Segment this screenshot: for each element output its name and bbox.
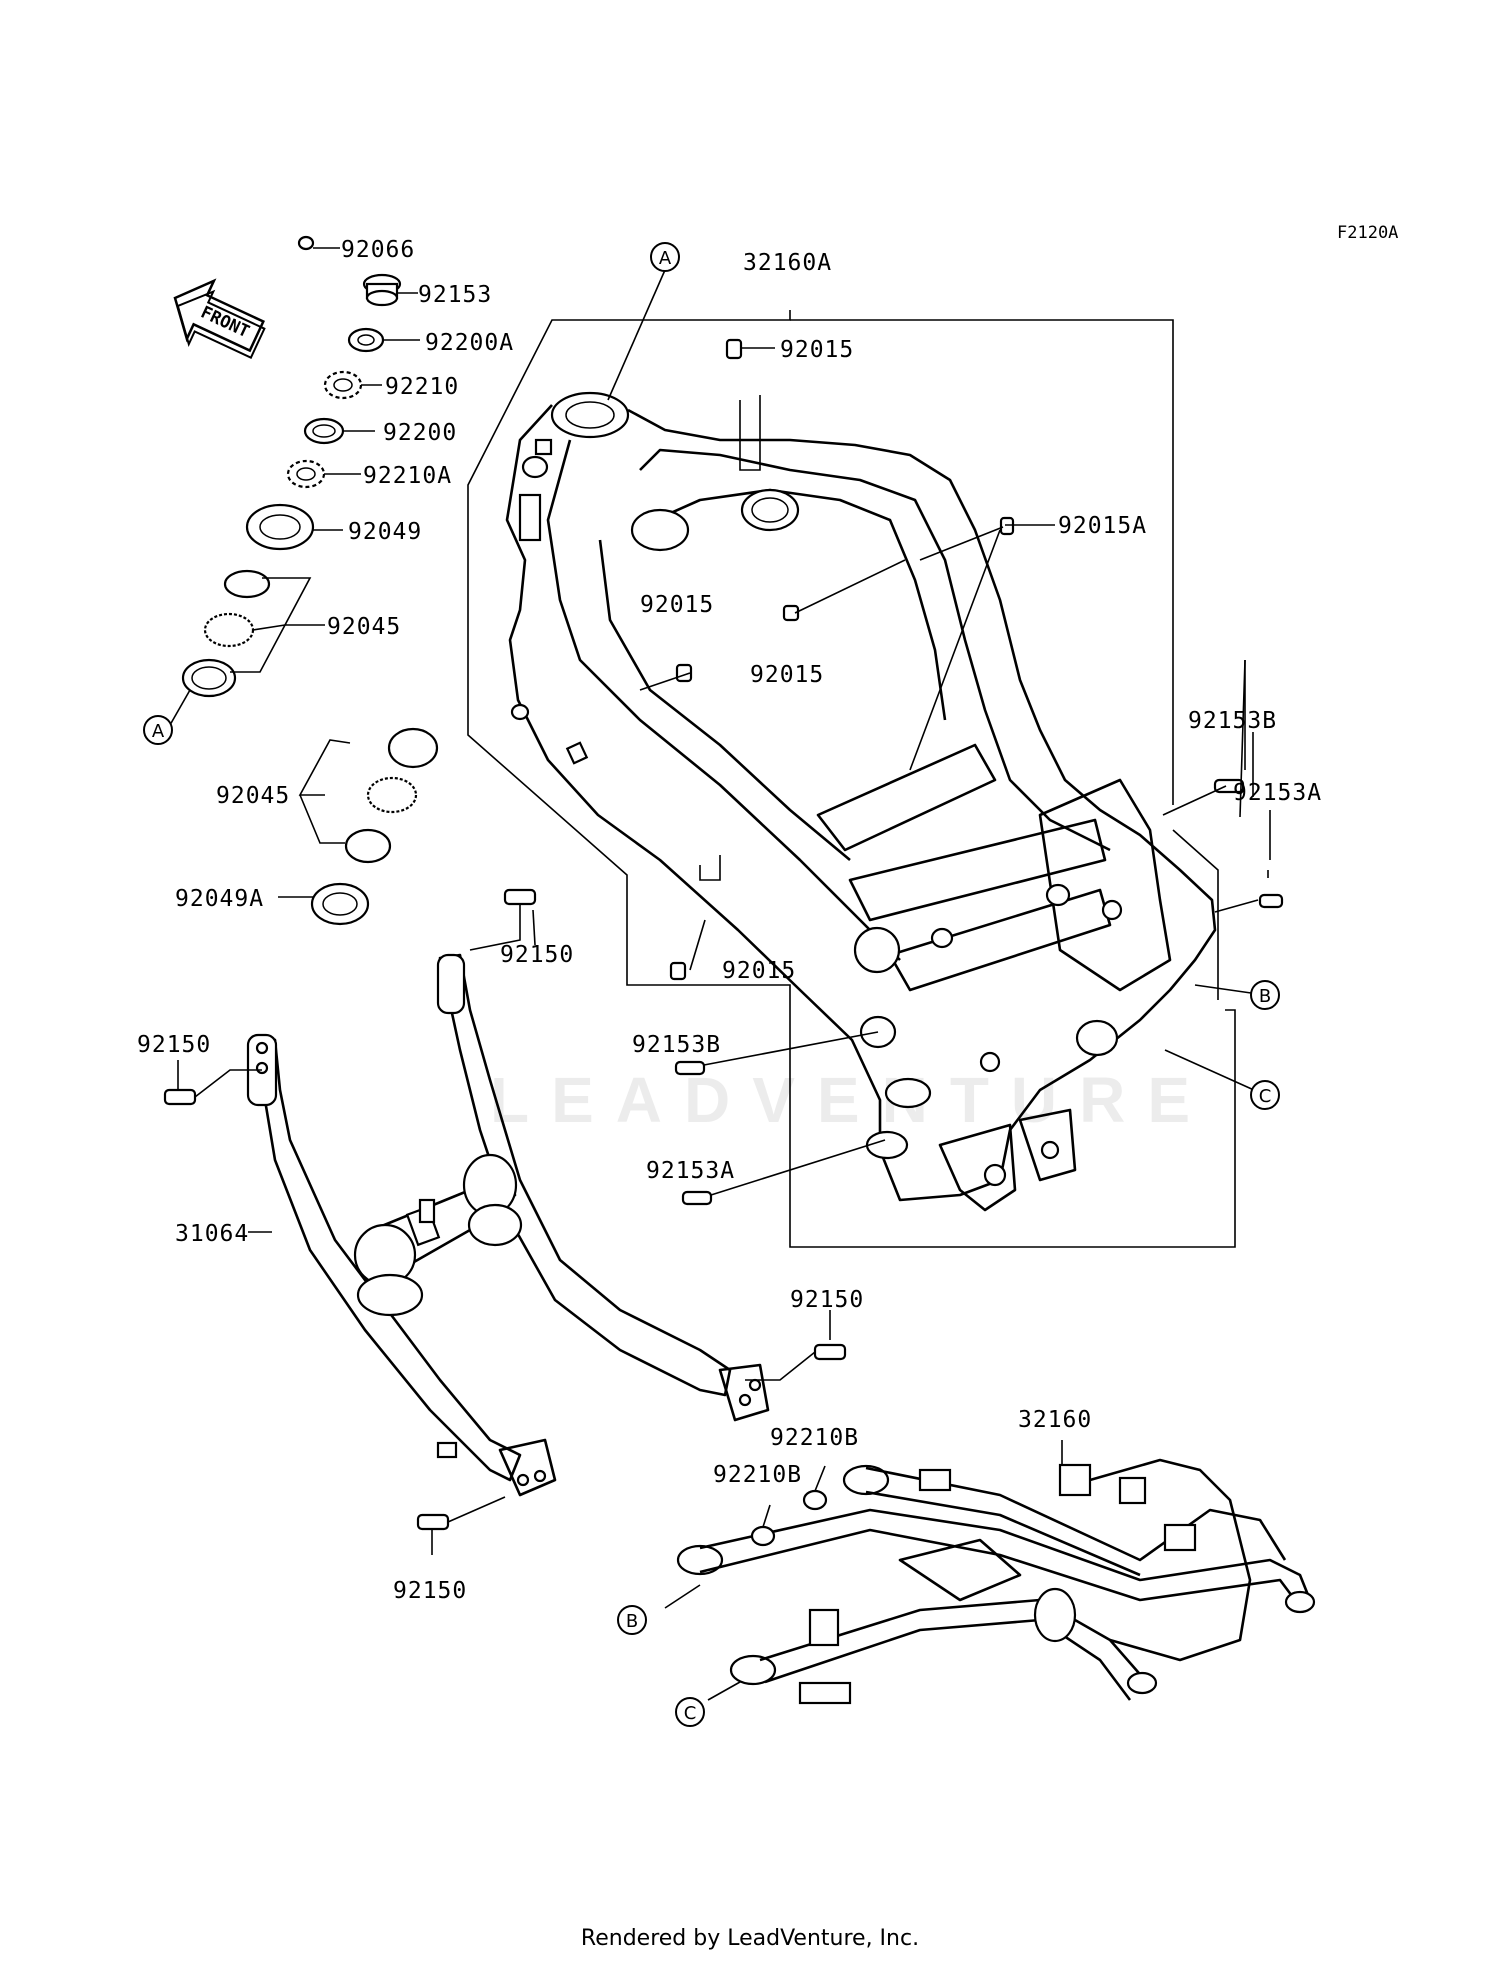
label-92210B-b: 92210B [713, 1462, 802, 1488]
bearing-92045 [203, 612, 255, 648]
label-92153B-left: 92153B [632, 1032, 721, 1058]
label-92153: 92153 [418, 282, 492, 308]
washer-92200 [303, 417, 345, 445]
diagram-code: F2120A [1337, 223, 1398, 243]
label-92153A-right: 92153A [1233, 780, 1322, 806]
svg-text:B: B [1259, 986, 1271, 1007]
label-92015-mid-left: 92015 [640, 592, 714, 618]
label-92150-d: 92150 [393, 1578, 467, 1604]
callout-a-left: A [143, 715, 173, 745]
leader-lines-left [165, 247, 420, 898]
frame-bolts [669, 338, 1284, 1206]
label-92049: 92049 [348, 519, 422, 545]
leader-lines-frame [607, 269, 1271, 1196]
seal-92049 [245, 503, 315, 551]
label-92015-top: 92015 [780, 337, 854, 363]
label-92210B-a: 92210B [770, 1425, 859, 1451]
front-arrow-icon: FRONT [173, 278, 266, 359]
race-92045-b2 [344, 828, 392, 864]
nuts-92210B [750, 1489, 828, 1547]
race-92045-b1 [387, 727, 439, 769]
leader-lines-down-tube [177, 904, 831, 1555]
locknut-92210A [286, 459, 326, 489]
svg-text:B: B [626, 1611, 638, 1632]
bearing-92045-b [366, 776, 418, 814]
label-32160: 32160 [1018, 1407, 1092, 1433]
label-31064: 31064 [175, 1221, 249, 1247]
label-92015A: 92015A [1058, 513, 1147, 539]
locknut-92210 [323, 370, 363, 400]
cap-92066 [297, 235, 315, 251]
callout-a-top: A [650, 242, 680, 272]
watermark: LEADVENTURE [490, 1064, 1212, 1136]
credit-text: Rendered by LeadVenture, Inc. [581, 1926, 919, 1951]
label-92049A: 92049A [175, 886, 264, 912]
main-frame-32160A [467, 310, 1236, 1248]
steering-stem-parts [181, 235, 439, 926]
leader-lines-sub-frame [664, 1440, 1063, 1701]
label-92153B-right: 92153B [1188, 708, 1277, 734]
svg-text:A: A [659, 248, 672, 269]
seal-92049A [310, 882, 370, 926]
label-92200: 92200 [383, 420, 457, 446]
label-92150-c: 92150 [790, 1287, 864, 1313]
label-92066: 92066 [341, 237, 415, 263]
svg-text:C: C [684, 1703, 697, 1724]
label-92150-b: 92150 [137, 1032, 211, 1058]
bolts-92150 [163, 888, 847, 1531]
svg-text:A: A [152, 721, 165, 742]
race-92045-upper [223, 569, 271, 599]
washer-92200A [347, 327, 385, 353]
part-labels: 92066 92153 92200A 92210 92200 92210A 92… [137, 237, 1322, 1604]
label-92150-a: 92150 [500, 942, 574, 968]
label-92210: 92210 [385, 374, 459, 400]
callout-c-right: C [1250, 1080, 1280, 1110]
svg-text:C: C [1259, 1086, 1272, 1107]
label-92045-a: 92045 [327, 614, 401, 640]
head-pipe [550, 391, 630, 439]
label-92045-b: 92045 [216, 783, 290, 809]
sub-frame-32160 [676, 1458, 1316, 1705]
label-32160A: 32160A [743, 250, 832, 276]
label-92153A-left: 92153A [646, 1158, 735, 1184]
label-92200A: 92200A [425, 330, 514, 356]
stem-nut-bottom [365, 289, 399, 307]
callout-c-bottom: C [675, 1697, 705, 1727]
label-92015-low: 92015 [722, 958, 796, 984]
label-92210A: 92210A [363, 463, 452, 489]
callout-b-bottom: B [617, 1605, 647, 1635]
race-92045-lower [181, 658, 237, 698]
label-92015-mid-right: 92015 [750, 662, 824, 688]
callout-b-right: B [1250, 980, 1280, 1010]
